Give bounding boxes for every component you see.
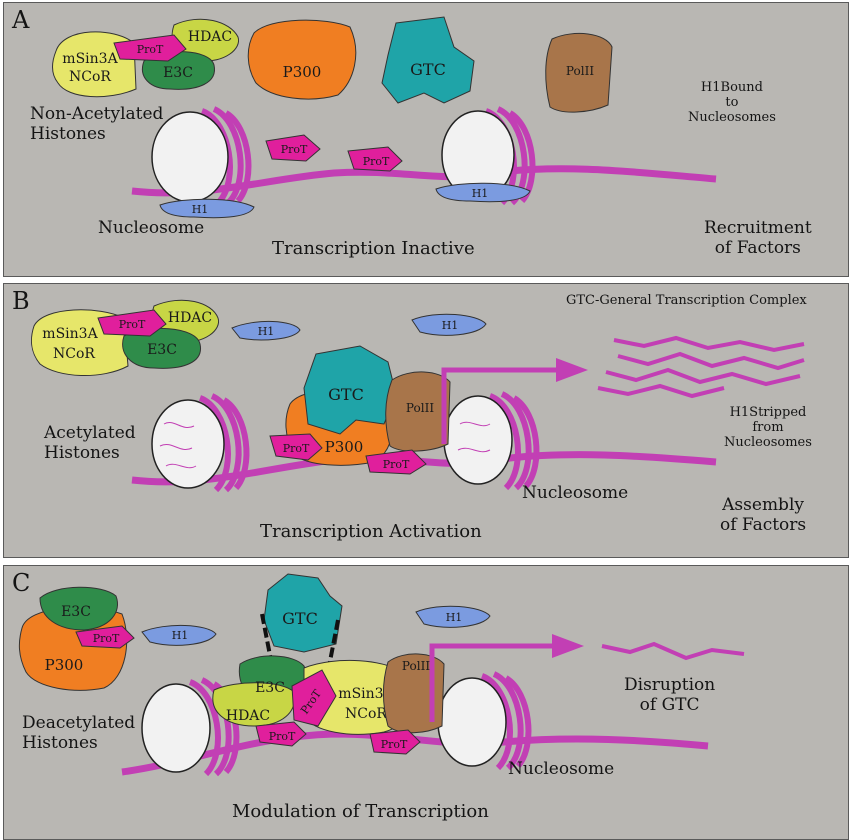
h1-blob: H1 [231, 320, 301, 341]
svg-text:NCoR: NCoR [345, 706, 387, 722]
svg-text:mSin3A: mSin3A [338, 686, 394, 702]
svg-text:mSin3A: mSin3A [62, 51, 118, 67]
svg-text:P300: P300 [283, 63, 322, 81]
svg-text:H1: H1 [258, 325, 275, 338]
nucleosome-label: Nucleosome [522, 483, 629, 503]
prot-blob: ProT [365, 449, 427, 475]
svg-text:ProT: ProT [269, 730, 296, 743]
histone-label: Acetylated Histones [44, 423, 136, 463]
svg-text:PolII: PolII [402, 659, 430, 673]
panel-letter: B [12, 287, 30, 315]
polii-blob: PolII [383, 653, 445, 734]
svg-text:NCoR: NCoR [69, 69, 111, 85]
svg-text:NCoR: NCoR [53, 346, 95, 362]
svg-text:GTC: GTC [328, 385, 364, 404]
transcription-arrow [429, 634, 584, 722]
svg-text:HDAC: HDAC [226, 708, 270, 724]
nucleosome-2 [443, 391, 540, 491]
polii-blob: PolII [385, 371, 451, 452]
rna-transcripts [597, 335, 805, 399]
svg-text:ProT: ProT [381, 738, 408, 751]
panel-c-artwork: E3C ProT P300 H1 H1 GTC E3C HD [18, 573, 745, 777]
svg-text:E3C: E3C [147, 342, 177, 358]
gtc-blob: GTC [381, 16, 475, 104]
gtc-definition: GTC-General Transcription Complex [566, 293, 807, 308]
h1-blob: H1 [411, 313, 487, 336]
prot-blob: ProT [347, 146, 403, 172]
svg-text:GTC: GTC [410, 60, 446, 79]
svg-text:PolII: PolII [406, 401, 434, 415]
svg-text:ProT: ProT [283, 442, 310, 455]
svg-text:E3C: E3C [61, 604, 91, 620]
nucleosome-1 [151, 106, 252, 206]
svg-text:ProT: ProT [93, 632, 120, 645]
panel-caption: Transcription Inactive [272, 238, 475, 259]
prot-blob: ProT [369, 729, 421, 755]
svg-text:ProT: ProT [119, 318, 146, 331]
h1-note: H1Stripped from Nucleosomes [724, 405, 812, 450]
svg-text:ProT: ProT [137, 43, 164, 56]
h1-note: H1Bound to Nucleosomes [688, 80, 776, 125]
svg-text:E3C: E3C [163, 65, 193, 81]
panel-letter: A [12, 6, 30, 34]
h1-blob: H1 [141, 624, 217, 646]
svg-text:ProT: ProT [363, 155, 390, 168]
panel-c: E3C ProT P300 H1 H1 GTC E3C HD [3, 565, 849, 840]
svg-text:E3C: E3C [255, 680, 285, 696]
dna-strand [121, 730, 709, 776]
svg-text:ProT: ProT [281, 143, 308, 156]
svg-text:mSin3A: mSin3A [42, 326, 98, 342]
nucleosome-label: Nucleosome [508, 759, 615, 779]
h1-blob: H1 [415, 605, 491, 628]
histone-label: Deacetylated Histones [22, 713, 136, 753]
panel-caption: Modulation of Transcription [232, 801, 489, 822]
h1-blob: H1 [159, 198, 255, 219]
nucleosome-2 [437, 671, 532, 771]
svg-text:H1: H1 [472, 187, 489, 200]
svg-text:ProT: ProT [383, 458, 410, 471]
svg-text:H1: H1 [172, 629, 189, 642]
h1-blob: H1 [435, 182, 531, 203]
polii-blob: PolII [545, 33, 613, 113]
factor-note: Assembly of Factors [720, 495, 807, 535]
p300-e3c-group: E3C ProT P300 [18, 586, 135, 691]
factor-note: Recruitment of Factors [704, 218, 812, 258]
svg-text:H1: H1 [446, 611, 463, 624]
svg-text:H1: H1 [442, 319, 459, 332]
svg-text:P300: P300 [45, 656, 84, 674]
gtc-blob: GTC [303, 345, 397, 435]
panel-a-artwork: H1 H1 ProT ProT mSin3A NCoR HDAC E3C Pro… [52, 16, 717, 219]
panel-b: H1 H1 mSin3A NCoR HDAC E3C ProT P300 GTC [3, 283, 849, 558]
gtc-disruption-lines [260, 613, 340, 683]
svg-text:H1: H1 [192, 203, 209, 216]
histone-label: Non-Acetylated Histones [30, 104, 164, 144]
prot-blob: ProT [269, 433, 323, 461]
gtc-blob: GTC [263, 573, 343, 653]
prot-blob: ProT [255, 721, 307, 747]
rna-transcript [601, 641, 745, 661]
svg-text:P300: P300 [325, 438, 364, 456]
panel-letter: C [12, 569, 31, 597]
svg-text:PolII: PolII [566, 64, 594, 78]
svg-text:GTC: GTC [282, 609, 318, 628]
p300-blob: P300 [247, 19, 357, 100]
nucleosome-label: Nucleosome [98, 218, 205, 238]
nucleosome-1 [151, 393, 250, 493]
svg-text:HDAC: HDAC [188, 29, 232, 45]
nucleosome-1 [141, 677, 240, 777]
gtc-note: Disruption of GTC [624, 675, 716, 715]
panel-b-artwork: H1 H1 mSin3A NCoR HDAC E3C ProT P300 GTC [31, 299, 805, 493]
panel-a: H1 H1 ProT ProT mSin3A NCoR HDAC E3C Pro… [3, 2, 849, 277]
corepressor-complex: mSin3A NCoR HDAC E3C ProT [31, 299, 219, 376]
svg-text:HDAC: HDAC [168, 310, 212, 326]
transcription-arrow [441, 358, 588, 444]
corepressor-complex: mSin3A NCoR HDAC E3C ProT [52, 18, 239, 98]
corepressor-complex: E3C HDAC ProT mSin3A NCoR [212, 655, 413, 735]
panel-caption: Transcription Activation [260, 521, 482, 542]
prot-blob: ProT [265, 134, 321, 162]
